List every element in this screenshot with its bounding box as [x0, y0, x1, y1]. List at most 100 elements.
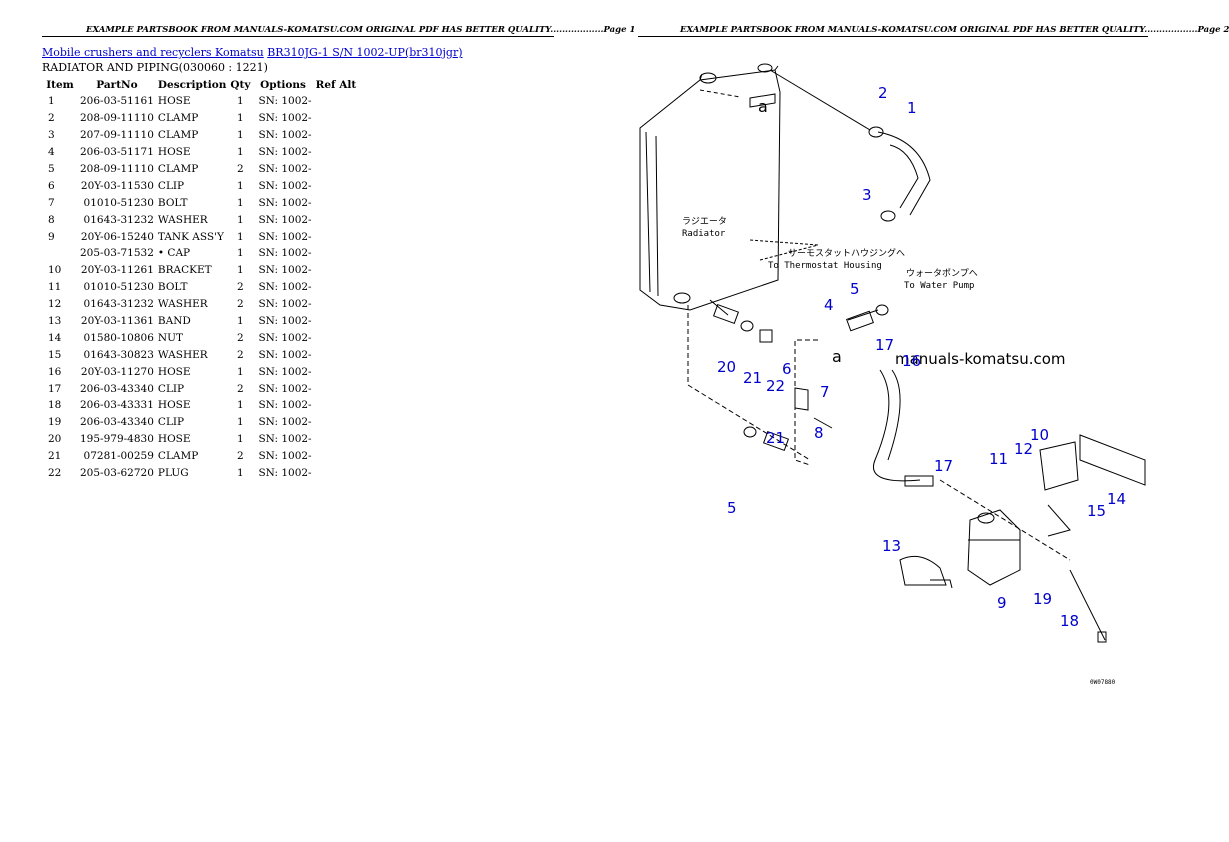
cell-options: SN: 1002-	[258, 213, 312, 226]
watermark: manuals-komatsu.com	[895, 350, 1066, 368]
cell-refalt	[314, 93, 359, 110]
cell-refalt	[314, 161, 359, 178]
callout-1: 1	[907, 99, 917, 117]
cell-refalt	[314, 110, 359, 127]
cell-qty: 1	[237, 315, 244, 328]
cell-qty: 1	[237, 112, 244, 125]
cell-item: 7	[48, 196, 55, 209]
cell-item: 3	[48, 129, 55, 142]
cell-description: CLIP	[157, 179, 185, 192]
cell-item: 14	[48, 331, 62, 344]
pump-label-en: To Water Pump	[904, 281, 974, 291]
cell-partno: 208-09-11110	[80, 112, 154, 125]
cell-description: WASHER	[157, 213, 208, 226]
cell-options: SN: 1002-	[258, 281, 312, 294]
cell-qty: 1	[237, 196, 244, 209]
cell-refalt	[314, 313, 359, 330]
cell-item: 18	[48, 399, 62, 412]
cell-partno: 206-03-51161	[80, 95, 154, 108]
cell-item: 9	[48, 230, 55, 243]
cell-description: • CAP	[157, 247, 191, 260]
callout-7: 7	[820, 383, 830, 401]
upper-hose-drawing	[749, 69, 931, 261]
cell-item: 13	[48, 315, 62, 328]
cell-description: BRACKET	[157, 264, 212, 277]
callout-8: 8	[814, 424, 824, 442]
cell-options: SN: 1002-	[258, 331, 312, 344]
cell-partno: 206-03-43340	[80, 416, 154, 429]
cell-options: SN: 1002-	[258, 450, 312, 463]
cell-refalt	[314, 363, 359, 380]
col-header-partno: PartNo	[96, 79, 138, 91]
cell-refalt	[314, 414, 359, 431]
cell-refalt	[314, 194, 359, 211]
breadcrumb: Mobile crushers and recyclers Komatsu BR…	[42, 46, 463, 59]
callout-5: 5	[727, 499, 737, 517]
callout-21: 21	[743, 369, 762, 387]
cell-options: SN: 1002-	[258, 179, 312, 192]
cell-qty: 1	[237, 365, 244, 378]
breadcrumb-link-brand[interactable]: Mobile crushers and recyclers Komatsu	[42, 46, 264, 59]
callout-4: 4	[824, 296, 834, 314]
cell-item: 1	[48, 95, 55, 108]
cell-partno: 07281-00259	[83, 450, 154, 463]
cell-options: SN: 1002-	[258, 163, 312, 175]
radiator-drawing	[639, 63, 811, 461]
cell-item: 2	[48, 112, 55, 125]
cell-item: 10	[48, 264, 62, 277]
callout-19: 19	[1033, 590, 1052, 608]
cell-description: HOSE	[157, 433, 191, 446]
cell-description: BAND	[157, 315, 191, 328]
cell-qty: 1	[237, 247, 244, 260]
cell-refalt	[314, 228, 359, 245]
cell-options: SN: 1002-	[258, 348, 312, 361]
lower-piping-drawing	[709, 299, 1071, 561]
cell-refalt	[314, 144, 359, 161]
cell-item: 5	[48, 163, 55, 175]
cell-refalt	[314, 262, 359, 279]
callout-10: 10	[1030, 426, 1049, 444]
cell-qty: 2	[237, 382, 244, 395]
cell-partno: 207-09-11110	[80, 129, 154, 142]
cell-partno: 20Y-06-15240	[80, 230, 154, 243]
cell-partno: 01010-51230	[83, 281, 154, 294]
cell-partno: 20Y-03-11361	[80, 315, 154, 328]
cell-partno: 208-09-11110	[80, 163, 154, 175]
callout-17: 17	[934, 457, 953, 475]
cell-partno: 20Y-03-11261	[80, 264, 154, 277]
cell-partno: 20Y-03-11270	[80, 365, 154, 378]
callout-16: 16	[902, 352, 921, 370]
cell-options: SN: 1002-	[258, 298, 312, 311]
cell-qty: 1	[237, 179, 244, 192]
callout-2: 2	[878, 84, 888, 102]
ref-a-upper: a	[758, 97, 768, 116]
col-header-options: Options	[260, 79, 306, 91]
page-header-left: EXAMPLE PARTSBOOK FROM MANUALS-KOMATSU.C…	[86, 25, 636, 35]
cell-options: SN: 1002-	[258, 399, 312, 412]
cell-refalt	[314, 127, 359, 144]
table-header-row: Item PartNo Description Qty Options Ref …	[42, 77, 358, 93]
page-header-right: EXAMPLE PARTSBOOK FROM MANUALS-KOMATSU.C…	[680, 25, 1229, 35]
cell-description: WASHER	[157, 298, 208, 311]
cell-partno: 206-03-43331	[80, 399, 154, 412]
cell-qty: 2	[237, 348, 244, 361]
breadcrumb-link-model[interactable]: BR310JG-1 S/N 1002-UP(br310jgr)	[267, 46, 463, 59]
callout-3: 3	[862, 186, 872, 204]
callout-12: 12	[1014, 440, 1033, 458]
cell-options: SN: 1002-	[258, 315, 312, 328]
cell-refalt	[314, 245, 359, 262]
cell-qty: 1	[237, 230, 244, 243]
callout-17: 17	[875, 336, 894, 354]
cell-refalt	[314, 448, 359, 465]
callout-6: 6	[782, 360, 792, 378]
